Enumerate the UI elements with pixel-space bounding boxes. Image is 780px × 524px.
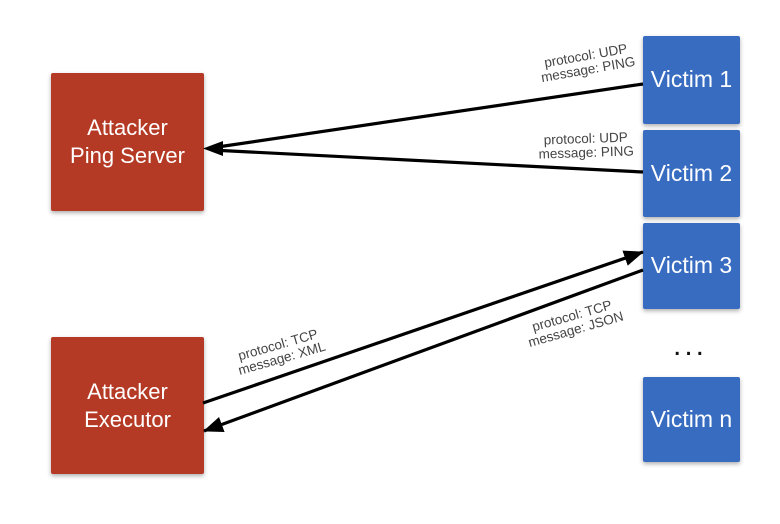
arrowhead-ping-server: [203, 141, 223, 156]
node-victim-1: Victim 1: [643, 36, 740, 124]
node-attacker-ping-server: Attacker Ping Server: [51, 73, 204, 211]
node-label-line: Victim 3: [650, 252, 733, 279]
edge-label-victim2-ping: protocol: UDP message: PING: [530, 130, 643, 162]
node-label-line: Attacker: [87, 378, 168, 404]
node-label-line: Ping Server: [70, 143, 185, 168]
node-label-line: Victim 2: [650, 159, 733, 186]
victims-ellipsis: ...: [672, 329, 707, 362]
edge-label-victim1-ping: protocol: UDP message: PING: [529, 39, 644, 86]
node-victim-2: Victim 2: [643, 130, 740, 217]
node-attacker-executor: Attacker Executor: [51, 337, 204, 474]
edge-label-victim3-executor: protocol: TCP message: JSON: [516, 294, 631, 352]
node-victim-3: Victim 3: [643, 223, 740, 309]
node-label-line: Victim 1: [650, 66, 733, 93]
edge-label-executor-victim3: protocol: TCP message: XML: [222, 323, 337, 381]
node-label-line: Executor: [84, 406, 171, 432]
node-label-line: Attacker: [87, 115, 168, 141]
node-label-line: Victim n: [650, 405, 733, 432]
edge-label-line2: message: PING: [538, 143, 635, 162]
node-victim-n: Victim n: [643, 377, 740, 462]
